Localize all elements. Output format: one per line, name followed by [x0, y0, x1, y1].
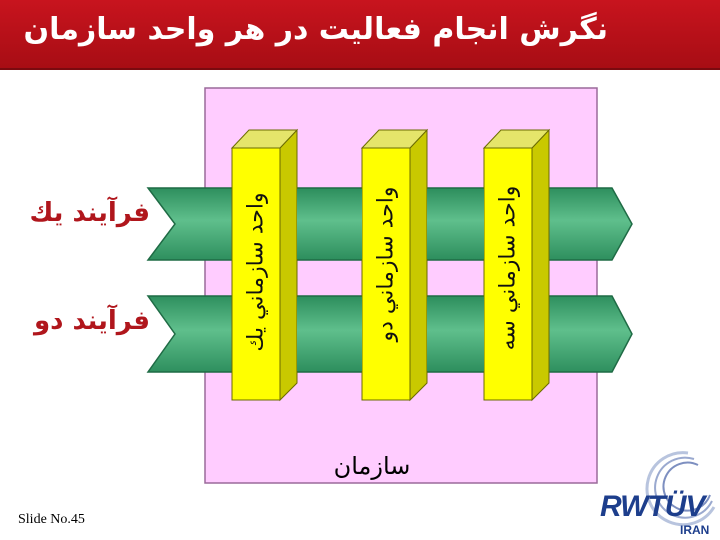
process-arrow-1-gap-b: [427, 189, 484, 259]
rwtuv-logo-text: RWTÜV: [600, 490, 705, 523]
process-label-1: فرآيند يك: [29, 198, 150, 228]
process-arrow-2-gap-a: [297, 297, 362, 371]
slide-title: نگرش انجام فعاليت در هر واحد سازمان: [23, 12, 608, 47]
organization-label: سازمان: [333, 452, 411, 480]
slide-number: Slide No.45: [18, 512, 85, 527]
unit-column-1: [230, 128, 299, 402]
process-arrow-2-gap-b: [427, 297, 484, 371]
swoosh-logo-icon: [645, 451, 716, 527]
unit-column-2: [360, 128, 429, 402]
process-arrow-1-gap-a: [297, 189, 362, 259]
process-label-2: فرآيند دو: [33, 306, 150, 336]
iran-logo-text: IRAN: [680, 523, 710, 537]
title-bar: نگرش انجام فعاليت در هر واحد سازمان: [0, 0, 720, 70]
unit-column-3: [482, 128, 551, 402]
